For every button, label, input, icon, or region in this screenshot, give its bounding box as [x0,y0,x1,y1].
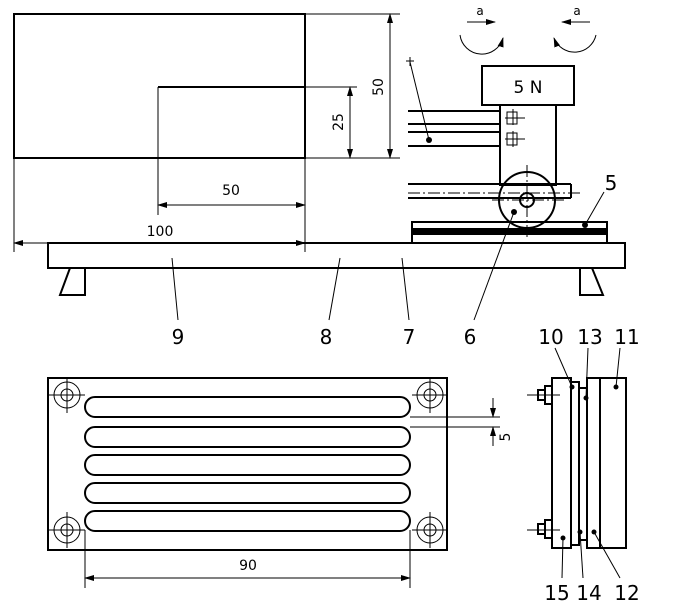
dim-slot-width: 5 [498,433,514,442]
dim-inner-width: 50 [222,183,240,199]
rotation-arrow-left: a [459,4,504,55]
part-label-13: 13 [577,325,602,349]
load-weight-box [481,65,575,106]
load-label: 5 N [514,78,543,98]
dim-total-width: 100 [147,224,174,240]
dim-slot-length: 90 [239,558,257,574]
part-label-7: 7 [403,325,416,349]
part-label-15: 15 [544,581,569,605]
specimen-top-view: 50 100 25 50 [13,13,400,252]
part-label-9: 9 [172,325,185,349]
slotted-plate-top-view: 5 90 [47,377,514,588]
part-label-10: 10 [538,325,563,349]
part-label-8: 8 [320,325,333,349]
part-label-5: 5 [605,171,618,195]
bolt-holes [49,377,448,548]
dim-total-height: 50 [371,78,387,96]
part-label-12: 12 [614,581,639,605]
specimen-holder-section: 10 13 11 15 14 12 [527,325,640,605]
foot-right [579,267,605,296]
svg-text:a: a [476,4,483,18]
svg-text:a: a [573,4,580,18]
part-label-14: 14 [576,581,601,605]
foot-left [58,267,86,296]
dim-inner-height: 25 [331,113,347,131]
part-label-6: 6 [464,325,477,349]
base-frame [47,242,626,269]
rotation-arrow-right: a [553,4,597,53]
part-label-11: 11 [614,325,639,349]
abrasion-machine-side-view: 5 N a a 5 6 7 8 9 [47,4,626,349]
